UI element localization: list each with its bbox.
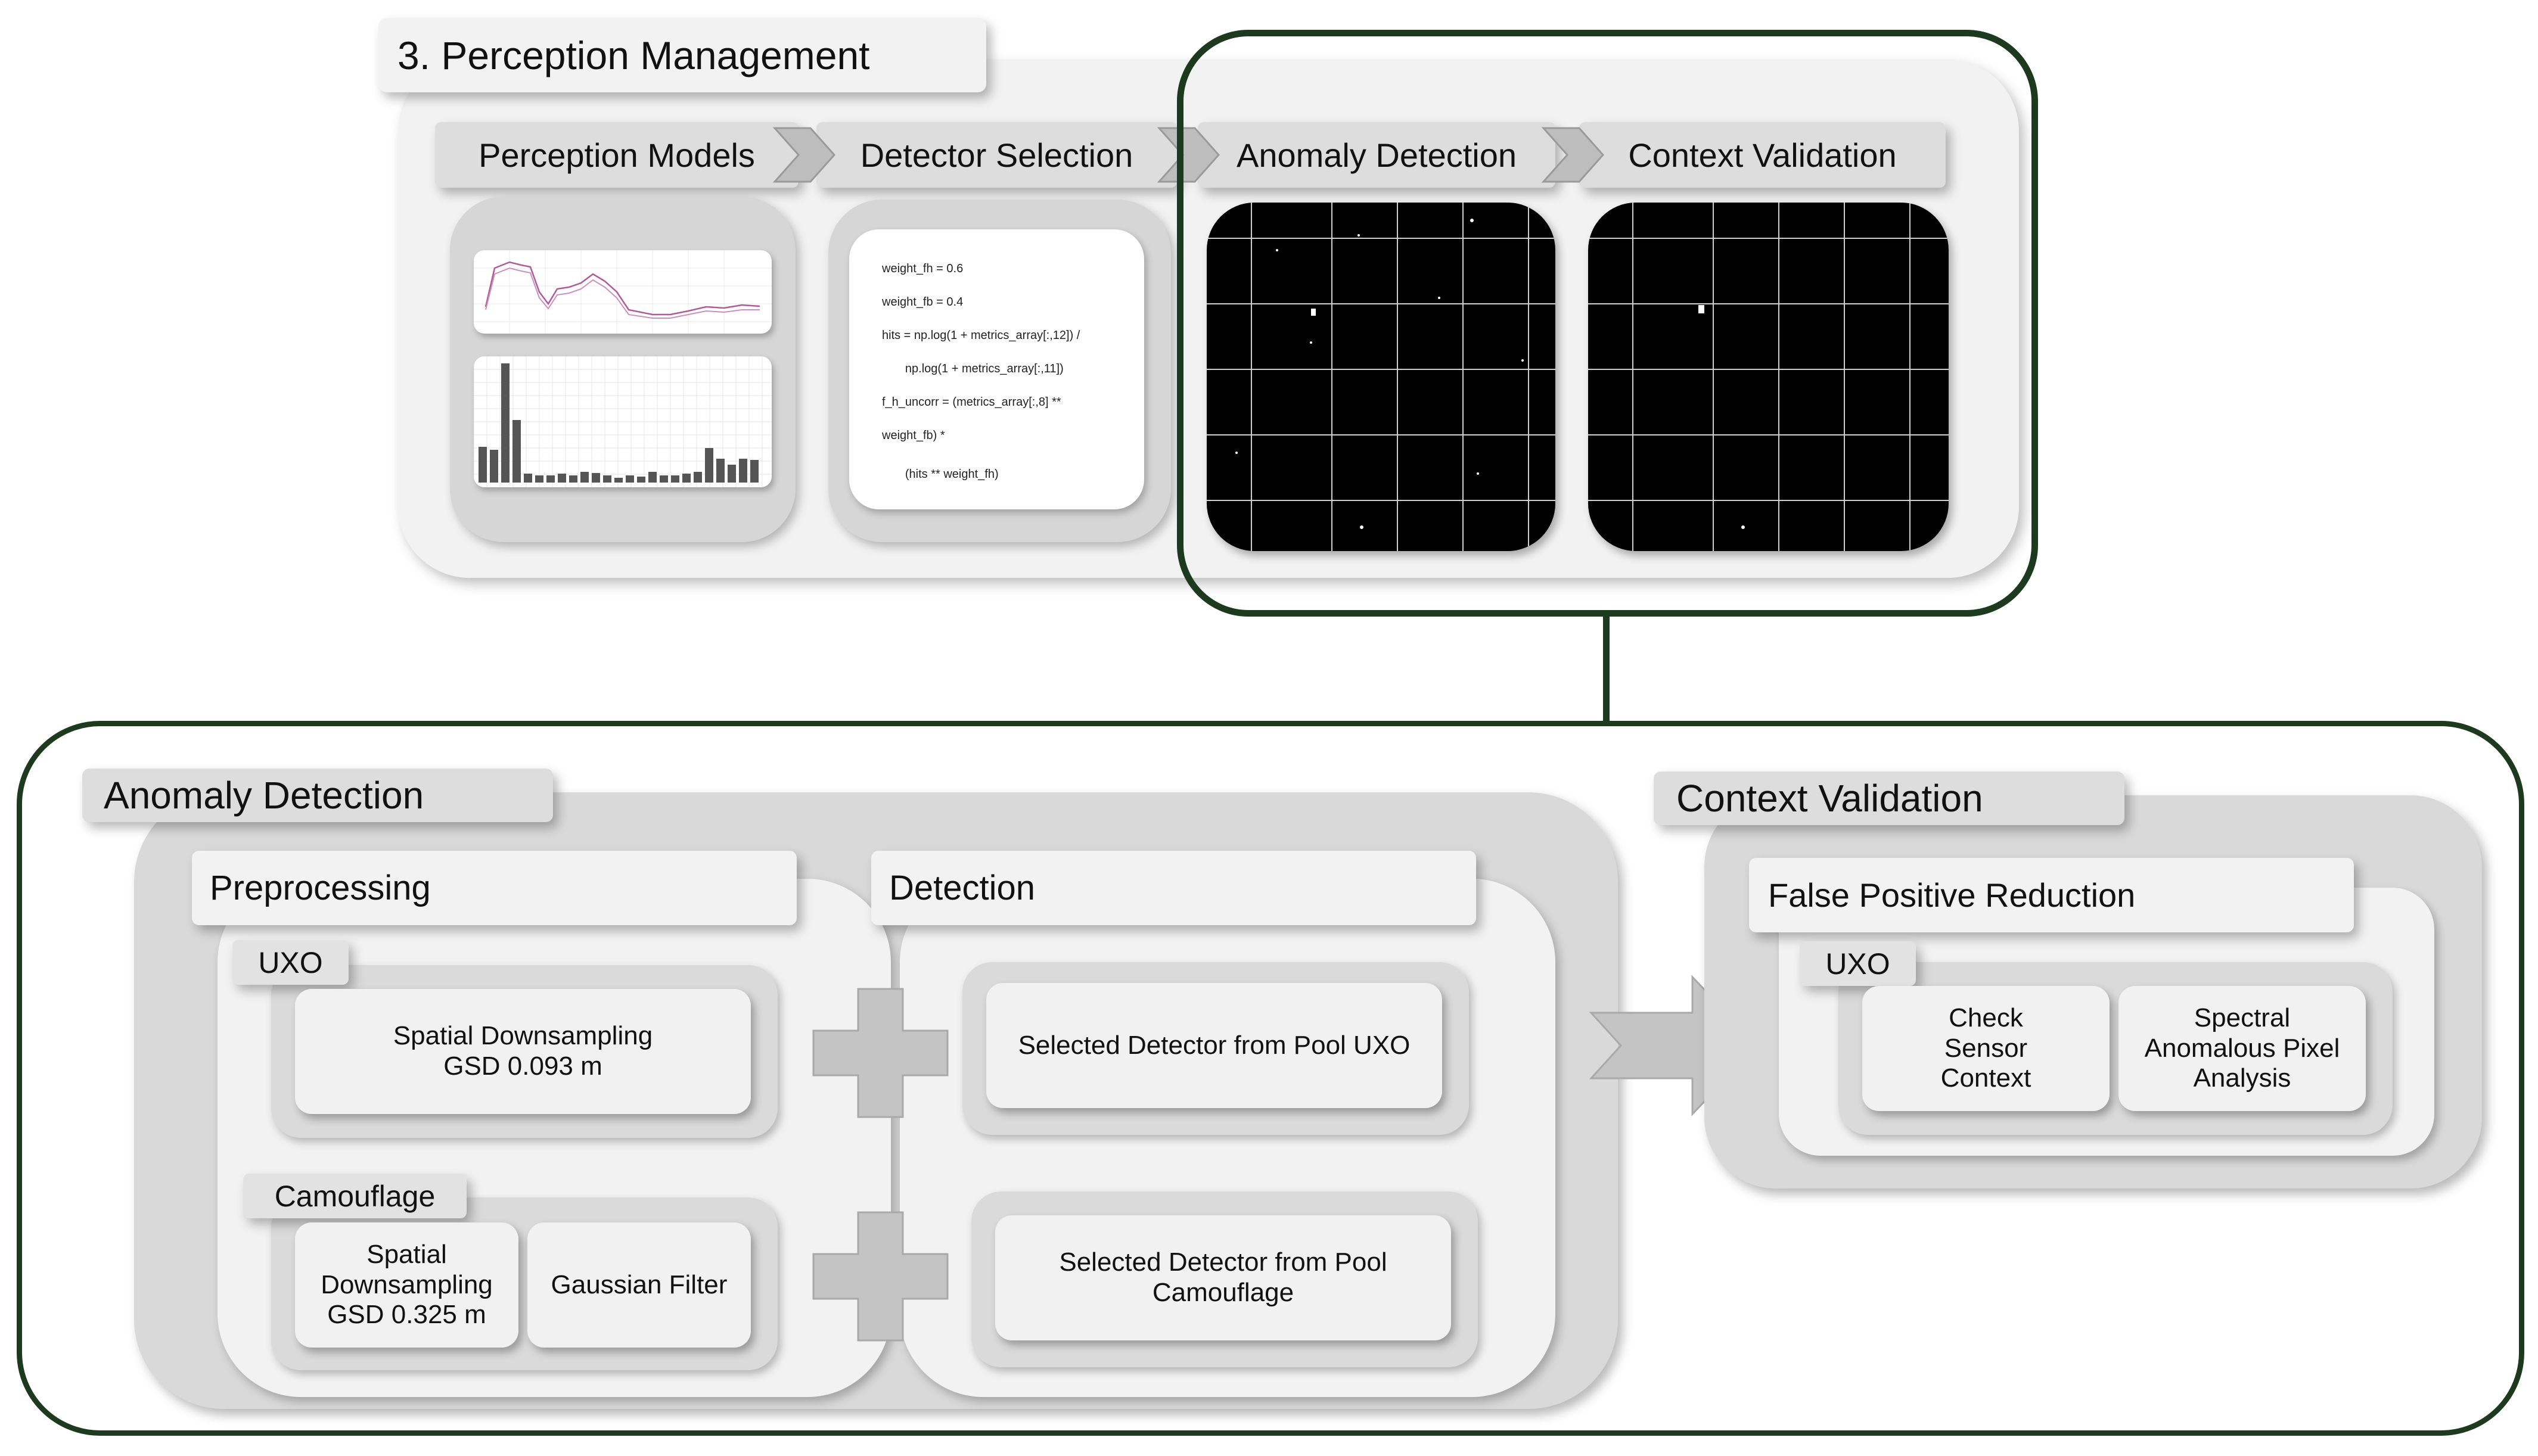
thumbnail-bar: [580, 472, 589, 483]
thumbnail-bar: [479, 447, 487, 483]
code-line: weight_fb) *: [882, 429, 945, 442]
step-context-validation: Context Validation: [1579, 122, 1946, 188]
thumbnail-bar: [535, 475, 543, 483]
detection-title: Detection: [871, 851, 1476, 925]
spatial-downsampling-camouflage: Spatial Downsampling GSD 0.325 m: [295, 1222, 518, 1348]
gaussian-filter: Gaussian Filter: [527, 1222, 751, 1348]
thumbnail-bar: [671, 475, 679, 483]
thumbnail-bar: [648, 472, 657, 483]
highlight-frame: [1177, 30, 2038, 617]
bar-chart-graphic: [474, 356, 772, 487]
thumbnail-bar: [614, 478, 623, 483]
plus-icon: [812, 988, 949, 1118]
thumbnail-bar: [524, 474, 532, 483]
line-chart-thumbnail: [474, 250, 772, 334]
code-line: weight_fb = 0.4: [882, 295, 964, 309]
preprocessing-title: Preprocessing: [192, 851, 797, 925]
thumbnail-bar: [660, 475, 668, 483]
thumbnail-bar: [705, 448, 713, 483]
thumbnail-bar: [694, 472, 702, 483]
thumbnail-bar: [490, 450, 498, 483]
thumbnail-bar: [569, 475, 577, 483]
line-chart-graphic: [474, 250, 772, 334]
thumbnail-bar: [603, 475, 611, 483]
thumbnail-bar: [512, 420, 521, 483]
thumbnail-bar: [750, 460, 759, 483]
plus-icon: [812, 1211, 949, 1342]
thumbnail-bar: [592, 473, 600, 483]
bar-chart-thumbnail: [474, 356, 772, 487]
selected-detector-camouflage: Selected Detector from Pool Camouflage: [995, 1215, 1451, 1340]
check-sensor-context: Check Sensor Context: [1862, 986, 2110, 1111]
chevron-arrow-icon: [772, 127, 836, 183]
code-line: f_h_uncorr = (metrics_array[:,8] **: [882, 396, 1061, 409]
code-line: (hits ** weight_fh): [882, 468, 999, 481]
chevron-arrow-icon: [1541, 127, 1605, 183]
anomaly-detection-title: Anomaly Detection: [82, 769, 553, 822]
thumbnail-bar: [501, 363, 510, 483]
perception-management-title: 3. Perception Management: [378, 18, 986, 92]
code-line: weight_fh = 0.6: [882, 262, 964, 275]
camouflage-label: Camouflage: [243, 1174, 467, 1218]
code-line: hits = np.log(1 + metrics_array[:,12]) /: [882, 329, 1080, 342]
code-line: np.log(1 + metrics_array[:,11]): [882, 362, 1064, 375]
thumbnail-bar: [728, 465, 736, 483]
code-snippet-card: weight_fh = 0.6 weight_fb = 0.4 hits = n…: [849, 229, 1144, 509]
step-detector-selection: Detector Selection: [816, 122, 1177, 188]
uxo-label: UXO: [232, 940, 349, 985]
spectral-anomalous-pixel-analysis: Spectral Anomalous Pixel Analysis: [2118, 986, 2366, 1111]
detail-frame: [17, 721, 2524, 1436]
spatial-downsampling-uxo: Spatial Downsampling GSD 0.093 m: [295, 989, 751, 1114]
thumbnail-bar: [637, 477, 645, 483]
step-perception-models: Perception Models: [435, 122, 799, 188]
thumbnail-bar: [546, 475, 555, 483]
thumbnail-bar: [626, 475, 634, 483]
context-validation-image: [1588, 203, 1949, 551]
connector-line: [1603, 614, 1610, 724]
uxo-context-label: UXO: [1800, 941, 1916, 986]
thumbnail-bar: [682, 474, 691, 483]
thumbnail-bar: [739, 459, 747, 483]
false-positive-reduction-title: False Positive Reduction: [1749, 858, 2354, 932]
anomaly-detection-image: [1207, 203, 1555, 551]
context-validation-title: Context Validation: [1654, 771, 2124, 825]
selected-detector-uxo: Selected Detector from Pool UXO: [986, 983, 1442, 1108]
thumbnail-bar: [716, 459, 725, 483]
step-anomaly-detection: Anomaly Detection: [1198, 122, 1555, 188]
thumbnail-bar: [558, 474, 566, 483]
